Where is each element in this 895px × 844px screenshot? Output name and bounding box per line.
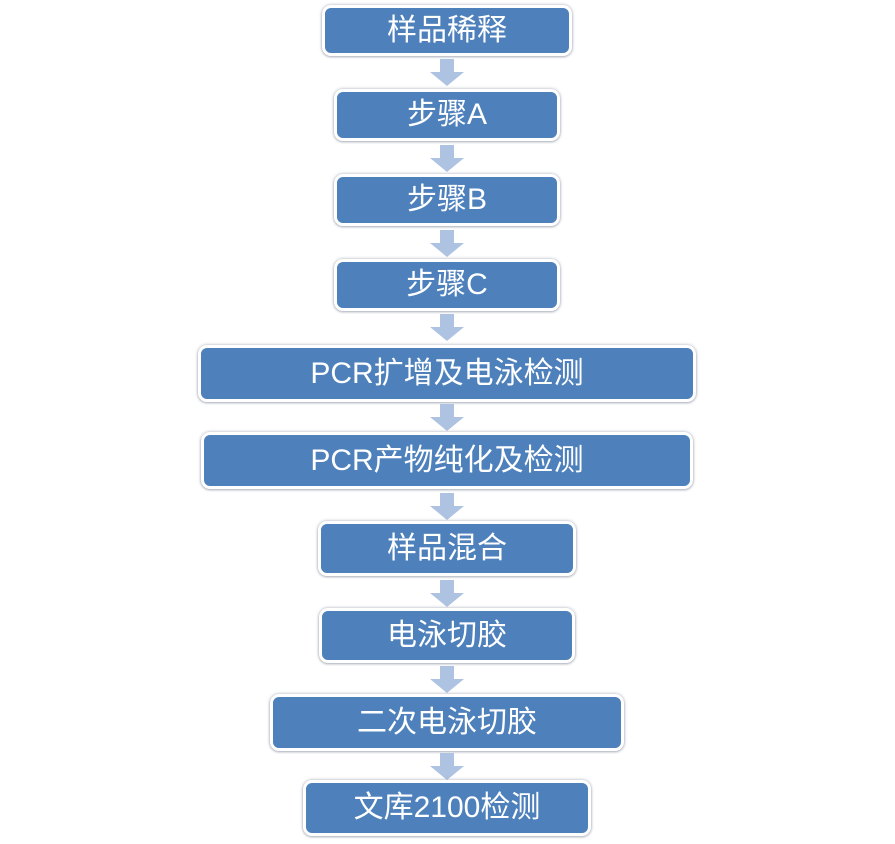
flow-step-label: 二次电泳切胶 [357,705,537,739]
down-arrow-icon [430,580,464,607]
flow-step-sample-mixing: 样品混合 [318,521,576,576]
flow-step-label: 步骤A [406,98,487,131]
flow-step-label: 步骤B [406,183,487,216]
flow-step-b: 步骤B [334,174,560,226]
flow-step-label: 电泳切胶 [387,618,507,652]
flow-step-c: 步骤C [334,259,560,311]
down-arrow-icon [430,59,464,86]
down-arrow-icon [430,753,464,780]
flow-step-second-gel-cutting: 二次电泳切胶 [270,694,624,751]
flow-step-a: 步骤A [334,89,560,141]
down-arrow-icon [430,145,464,172]
down-arrow-icon [430,666,464,693]
down-arrow-icon [430,404,464,431]
flow-step-label: 样品混合 [387,531,507,565]
flow-step-label: 样品稀释 [387,13,507,47]
down-arrow-icon [430,230,464,257]
flow-step-label: PCR扩增及电泳检测 [310,356,584,390]
flow-step-sample-dilution: 样品稀释 [322,5,572,56]
flow-step-gel-cutting: 电泳切胶 [319,608,575,663]
flow-step-pcr-product-purification: PCR产物纯化及检测 [201,432,693,489]
down-arrow-icon [430,314,464,341]
flow-step-pcr-amplification-electrophoresis: PCR扩增及电泳检测 [198,345,696,402]
flow-step-label: 文库2100检测 [353,791,541,824]
flow-step-library-2100-qc: 文库2100检测 [303,780,591,836]
down-arrow-icon [430,493,464,520]
flow-step-label: 步骤C [406,268,488,301]
flow-step-label: PCR产物纯化及检测 [310,443,584,477]
